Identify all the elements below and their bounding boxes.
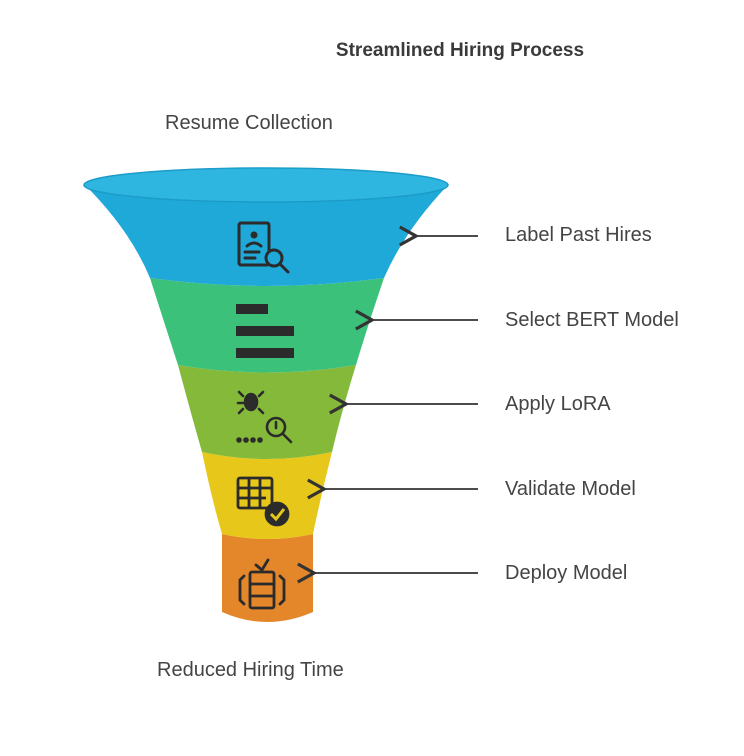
stage-label-3: Apply LoRA [505, 393, 611, 415]
chip-icon [238, 558, 286, 610]
diagram-title: Streamlined Hiring Process [0, 40, 744, 62]
funnel-stage-2 [150, 278, 384, 373]
stage-label-2: Select BERT Model [505, 309, 679, 331]
funnel-top-ellipse [83, 167, 449, 203]
bug-search-icon [236, 390, 293, 444]
funnel-stage-1 [85, 185, 448, 286]
stage-label-5: Deploy Model [505, 562, 628, 584]
funnel-stage-5 [222, 534, 313, 622]
bar-list-icon [236, 304, 294, 358]
title-text: Streamlined Hiring Process [335, 40, 585, 61]
resume-search-icon [237, 221, 290, 274]
stage-label-4: Validate Model [505, 478, 636, 500]
funnel-stage-4 [202, 452, 332, 539]
table-check-icon [236, 476, 290, 527]
funnel-input-label: Resume Collection [165, 112, 333, 134]
funnel-stage-3 [178, 365, 356, 459]
stage-label-1: Label Past Hires [505, 224, 652, 246]
funnel-output-label: Reduced Hiring Time [157, 659, 344, 681]
